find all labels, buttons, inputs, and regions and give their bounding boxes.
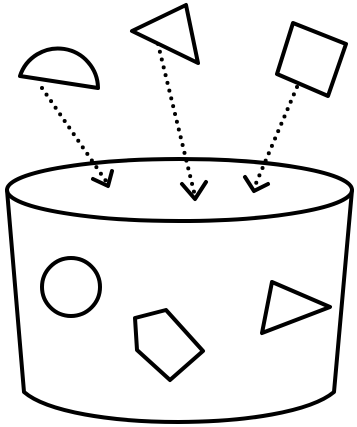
bucket	[7, 159, 352, 422]
bucket-rim	[7, 159, 352, 221]
pentagon-shape	[135, 310, 203, 380]
falling-triangle-shape	[132, 5, 198, 63]
bucket-body	[7, 190, 352, 422]
half-circle-shape	[20, 48, 98, 88]
half-circle-arrow	[42, 88, 112, 186]
square-arrow-shaft	[254, 87, 297, 188]
triangle-arrow	[158, 44, 206, 199]
bucket-triangle-shape	[262, 282, 330, 333]
square-shape	[277, 23, 346, 96]
triangle-arrow-shaft	[158, 44, 195, 196]
square-arrow	[245, 87, 297, 191]
circle-shape	[42, 258, 100, 316]
